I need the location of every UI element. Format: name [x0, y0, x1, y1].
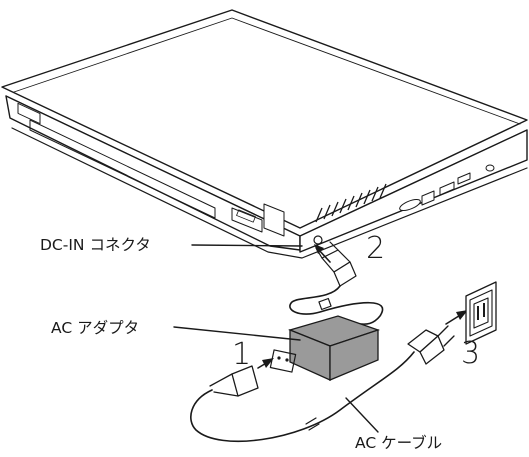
leader-dc-in — [191, 244, 303, 247]
arrow-wall-plug — [445, 310, 468, 325]
label-ac-adapter: AC アダプタ — [51, 319, 139, 337]
notebook-pc — [1, 9, 528, 259]
wall-outlet — [465, 281, 497, 345]
step-number-2: 2 — [366, 231, 385, 266]
vent-grille — [315, 183, 387, 223]
notebook-base-left — [5, 95, 301, 251]
arrow-adapter-inlet — [257, 358, 274, 369]
label-dc-in-connector: DC-IN コネクタ — [40, 236, 151, 254]
notebook-lid — [1, 9, 528, 229]
step-number-1: 1 — [232, 337, 251, 372]
ac-inlet-plug — [209, 365, 259, 397]
arrow-dc-plug — [314, 244, 331, 263]
ac-adapter — [269, 315, 381, 382]
wall-plug — [407, 325, 455, 365]
leader-ac-adapter — [173, 326, 301, 341]
ac-cable — [190, 351, 415, 443]
leader-ac-cable — [345, 397, 379, 433]
dc-in-jack — [313, 235, 323, 245]
step-number-3: 3 — [461, 336, 480, 371]
dc-cable — [289, 285, 384, 325]
label-ac-cable: AC ケーブル — [355, 433, 442, 452]
